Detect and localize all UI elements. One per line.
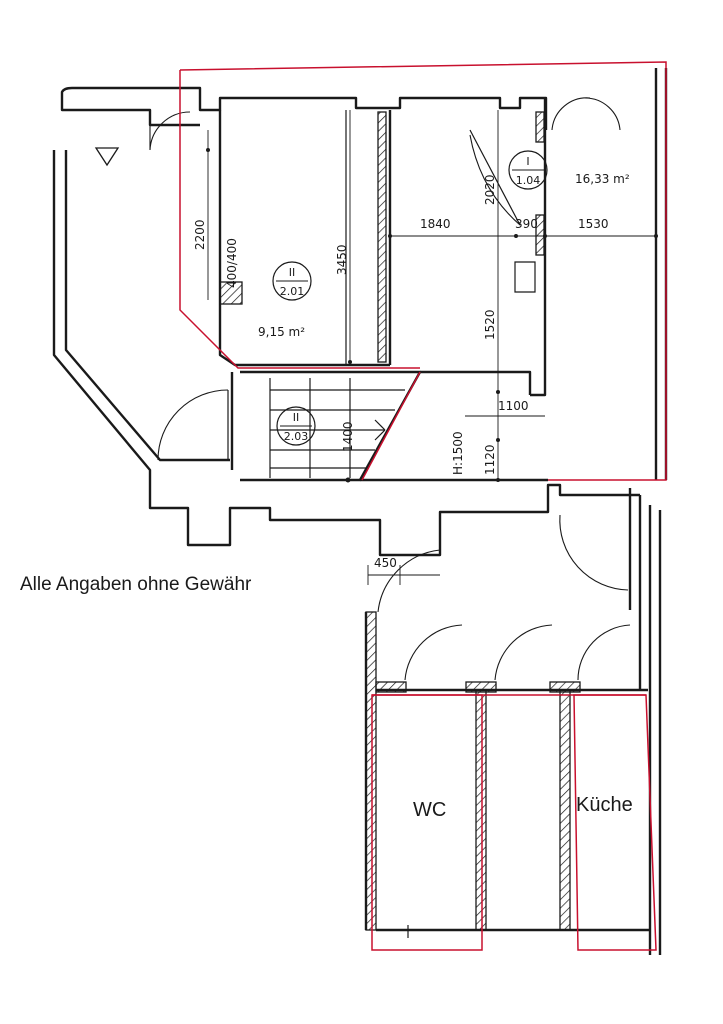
dim-1120: 1120 bbox=[483, 444, 497, 475]
room-104-num-top: I bbox=[526, 155, 529, 168]
room-201-marker: II 2.01 bbox=[272, 261, 312, 301]
dim-2020: 2020 bbox=[483, 174, 497, 205]
disclaimer-note: Alle Angaben ohne Gewähr bbox=[20, 574, 252, 595]
wc-label: WC bbox=[413, 799, 446, 821]
dim-1100: 1100 bbox=[498, 399, 529, 413]
lower-walls bbox=[364, 612, 650, 938]
door-swings bbox=[149, 97, 631, 681]
room-104-marker: I 1.04 bbox=[508, 150, 548, 190]
dim-1520: 1520 bbox=[483, 309, 497, 340]
room-104-area: 16,33 m² bbox=[575, 172, 630, 186]
dim-1400: 1400 bbox=[341, 421, 355, 452]
room-203-num-top: II bbox=[293, 411, 300, 424]
kitchen-label: Küche bbox=[576, 794, 633, 816]
room-201-num-bottom: 2.01 bbox=[280, 285, 305, 298]
dim-1840: 1840 bbox=[420, 217, 451, 231]
room-203-marker: II 2.03 bbox=[276, 406, 316, 446]
triangle-marker bbox=[94, 147, 120, 167]
dim-450: 450 bbox=[374, 556, 397, 570]
room-203-num-bottom: 2.03 bbox=[284, 430, 309, 443]
dim-1530: 1530 bbox=[578, 217, 609, 231]
red-outlines bbox=[179, 61, 667, 951]
dim-3450: 3450 bbox=[335, 244, 349, 275]
dim-2200: 2200 bbox=[193, 219, 207, 250]
stairs bbox=[270, 378, 405, 478]
upper-walls bbox=[52, 68, 668, 955]
dimension-lines bbox=[206, 110, 658, 585]
dim-h1500: H:1500 bbox=[451, 431, 465, 475]
room-201-area: 9,15 m² bbox=[258, 325, 305, 339]
room-201-num-top: II bbox=[289, 266, 296, 279]
room-201-size-label: 400/400 bbox=[225, 238, 239, 288]
dim-390: 390 bbox=[515, 217, 538, 231]
room-104-num-bottom: 1.04 bbox=[516, 174, 541, 187]
